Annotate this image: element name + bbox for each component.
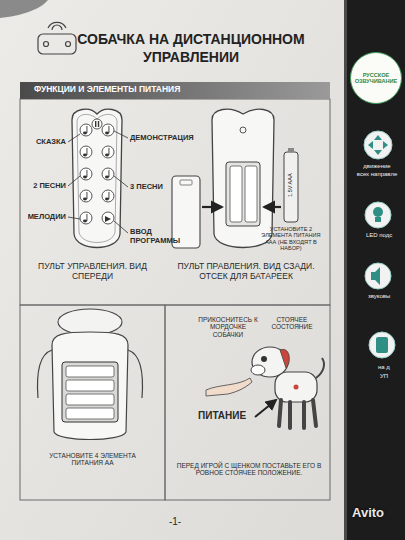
instruction-note: СТОЯЧЕЕ СОСТОЯНИЕ — [264, 316, 320, 331]
figure-caption: ПУЛЬТ ПРАВЛЕНИЯ. ВИД СЗАДИ. ОТСЕК ДЛЯ БА… — [165, 262, 327, 282]
watermark: Avito — [352, 506, 402, 521]
brand-logo — [38, 22, 76, 54]
robot-photo-corner — [0, 0, 48, 18]
feature-label: на д — [378, 364, 404, 371]
feature-label: всех направле — [350, 171, 404, 178]
band-heading: ФУНКЦИИ И ЭЛЕМЕНТЫ ПИТАНИЯ — [34, 85, 322, 95]
instruction-note: УСТАНОВИТЕ 4 ЭЛЕМЕНТА ПИТАНИЯ АА — [33, 452, 152, 467]
feature-label: звуковы — [368, 293, 404, 300]
part-label: ПИТАНИЕ — [198, 410, 254, 422]
robot-back — [38, 309, 143, 440]
badge-text: РУССКОЕ ОЗВУЧИВАНИЕ — [353, 72, 399, 85]
button-label: ДЕМОНСТРАЦИЯ — [130, 134, 210, 143]
button-label: СКАЗКА — [20, 138, 66, 147]
feature-label: УП — [380, 373, 402, 380]
button-label: 2 ПЕСНИ — [18, 182, 66, 191]
remote-front — [68, 109, 128, 247]
instruction-note: ПЕРЕД ИГРОЙ С ЩЕНКОМ ПОСТАВЬТЕ ЕГО В РОВ… — [172, 462, 326, 477]
box-edge — [344, 0, 347, 540]
battery-marking: 1.5V AAA — [287, 153, 293, 217]
panel-borders — [20, 99, 330, 500]
button-label: 3 ПЕСНИ — [130, 183, 182, 192]
button-label: МЕЛОДИИ — [16, 213, 66, 222]
feature-label: движение — [352, 163, 402, 170]
paper — [0, 0, 344, 540]
page-title: СОБАЧКА НА ДИСТАНЦИОННОМ УПРАВЛЕНИИ — [66, 30, 316, 66]
instruction-note: УСТАНОВИТЕ 2 ЭЛЕМЕНТА ПИТАНИЯ ААА (НЕ ВХ… — [255, 226, 327, 252]
figure-caption: ПУЛЬТ УПРАВЛЕНИЯ. ВИД СПЕРЕДИ — [25, 262, 160, 282]
section-band: ФУНКЦИИ И ЭЛЕМЕНТЫ ПИТАНИЯ — [20, 82, 330, 99]
page-number: -1- — [160, 516, 190, 528]
instruction-note: ПРИКОСНИТЕСЬ К МОРДОЧКЕ СОБАЧКИ — [196, 316, 260, 338]
feature-label: LED подс — [366, 232, 404, 239]
box-side — [344, 0, 405, 540]
badge-circle: РУССКОЕ ОЗВУЧИВАНИЕ — [350, 52, 402, 104]
button-label: ВВОД ПРОГРАММЫ — [130, 228, 192, 245]
